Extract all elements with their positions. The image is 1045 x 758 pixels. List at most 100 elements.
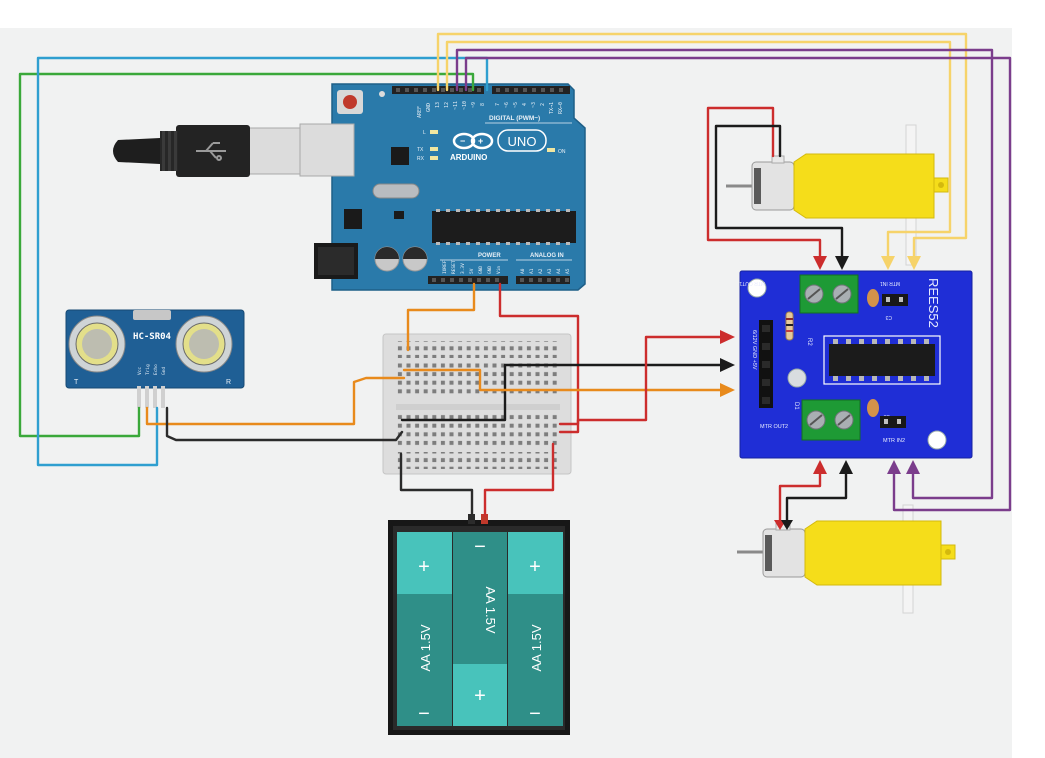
- pin-10-label: ~10: [462, 101, 468, 110]
- usb-cable[interactable]: [113, 125, 301, 177]
- pin-a2-label: A2: [538, 268, 544, 274]
- power-led: [787, 368, 807, 388]
- led-rx-label: RX: [417, 156, 425, 162]
- hc-sr04-sensor[interactable]: HC-SR04 Vcc Trig Echo Gnd T R: [65, 309, 245, 408]
- power-header-label: POWER: [478, 253, 501, 259]
- cell-3-top-sign: +: [529, 556, 541, 578]
- pin-a5-label: A5: [565, 268, 571, 274]
- wire-green-vcc: [18, 72, 475, 438]
- wire-black-motor2: [785, 468, 848, 524]
- svg-text:−: −: [460, 136, 465, 146]
- aref-label: AREF: [417, 106, 423, 118]
- wire-red-motor2: [778, 468, 822, 524]
- pin-a3-label: A3: [547, 268, 553, 274]
- driver-brand-label: REES52: [926, 278, 941, 328]
- wire-yellow-1: [436, 32, 968, 264]
- arduino-uno-board[interactable]: AREF GND 13 12 ~11 ~10 ~9 8 7 ~6 ~5 4 ~3…: [299, 83, 586, 291]
- wire-blue-trig: [36, 56, 489, 467]
- wire-orange-5v-driver: [402, 368, 732, 392]
- pin-reset-label: RESET: [451, 260, 457, 274]
- battery-cell-3: + − AA 1.5V: [508, 532, 563, 726]
- pin-7-label: 7: [495, 103, 501, 106]
- usb-port[interactable]: [299, 123, 355, 177]
- cell-2-bottom-sign: +: [474, 685, 486, 707]
- d1-label: D1: [793, 402, 799, 410]
- led-rx: [430, 156, 438, 160]
- mtr-in1-label: MTR IN1: [880, 280, 900, 286]
- wire-purple-1: [455, 48, 994, 500]
- usb-symbol-icon: [196, 142, 226, 161]
- pin-5v-label: 5V: [469, 268, 475, 274]
- battery-terminal-positive[interactable]: [481, 514, 488, 524]
- battery-terminal-negative[interactable]: [468, 514, 475, 524]
- pin-1-label: TX→1: [549, 102, 555, 114]
- led-tx: [430, 147, 438, 151]
- analog-header-label: ANALOG IN: [530, 253, 564, 259]
- wire-black-motor1: [714, 124, 844, 264]
- mounting-hole: [747, 278, 767, 298]
- pin-11-label: ~11: [453, 101, 459, 110]
- battery-pack-3xaa[interactable]: + − AA 1.5V − + AA 1.5V + − AA 1.5V: [388, 514, 570, 735]
- wire-red-vin-driver: [558, 335, 732, 434]
- arduino-logo: − +: [452, 132, 494, 150]
- pin-2-label: 2: [540, 103, 546, 106]
- pin-8-label: 8: [480, 103, 486, 106]
- mtr-out2-label: MTR OUT2: [760, 424, 788, 430]
- arduino-model-label: UNO: [508, 134, 537, 149]
- capacitors: [374, 246, 428, 272]
- pin-ioref-label: IOREF: [442, 260, 448, 274]
- pin-vin-label: Vin: [496, 266, 502, 274]
- led-on: [547, 148, 555, 152]
- receiver-transducer: [175, 315, 233, 373]
- wire-yellow-2: [445, 40, 952, 264]
- led-l: [430, 130, 438, 134]
- transmitter-transducer: [68, 315, 126, 373]
- digital-header-right[interactable]: [492, 86, 570, 94]
- l293d-motor-driver[interactable]: REES52 MTR OUT1 MTR IN1 C3 6/12V GND +5V…: [739, 270, 973, 459]
- wire-orange-sensor-5v: [145, 376, 406, 426]
- sensor-t-label: T: [74, 379, 79, 386]
- enable-jumper-2[interactable]: [880, 416, 906, 428]
- digital-header-label: DIGITAL (PWM~): [489, 115, 540, 122]
- cell-1-label: AA 1.5V: [418, 624, 433, 671]
- pin-3v3-label: 3.3V: [460, 263, 466, 274]
- sensor-pin-gnd-label: Gnd: [161, 367, 167, 375]
- pin-5-label: ~5: [513, 102, 519, 108]
- sensor-pin-vcc-label: Vcc: [137, 367, 143, 375]
- cell-1-bottom-sign: −: [418, 703, 430, 725]
- enable-jumper-1[interactable]: [882, 294, 908, 306]
- wire-purple-2: [464, 56, 1012, 512]
- pin-6-label: ~6: [504, 102, 510, 108]
- sensor-crystal: [133, 310, 171, 320]
- sensor-pin-trig-label: Trig: [145, 364, 151, 375]
- r2-label: R2: [806, 338, 812, 346]
- dc-motor-2[interactable]: [737, 504, 956, 614]
- output-terminal-2[interactable]: [801, 399, 861, 441]
- led-l-label: L: [423, 130, 426, 136]
- mtr-out1-label: MTR OUT1: [739, 280, 765, 286]
- on-label: ON: [558, 149, 566, 155]
- breadboard[interactable]: [382, 333, 572, 475]
- cell-2-label: AA 1.5V: [483, 587, 498, 634]
- output-terminal-1[interactable]: [799, 274, 859, 314]
- crystal-oscillator: [372, 183, 420, 199]
- wire-red-vin: [498, 282, 580, 426]
- pin-0-label: RX←0: [558, 102, 564, 114]
- wire-red-battery-positive: [483, 442, 555, 518]
- l293d-ic: [829, 344, 935, 376]
- gnd-label: GND: [426, 103, 432, 112]
- mtr-in2-label: MTR IN2: [883, 438, 905, 444]
- resistor-r2: [785, 311, 794, 341]
- pin-4-label: 4: [522, 103, 528, 106]
- analog-header[interactable]: [516, 276, 570, 284]
- sensor-name-label: HC-SR04: [133, 332, 172, 342]
- capacitor: [867, 399, 879, 417]
- pin-gnd1-label: GND: [478, 266, 484, 274]
- wire-dark-sensor-gnd: [165, 406, 404, 442]
- dc-motor-1[interactable]: [726, 124, 949, 266]
- svg-text:+: +: [478, 136, 483, 146]
- usb-chip: [391, 147, 409, 165]
- led-tx-label: TX: [417, 147, 424, 153]
- arrowheads: [720, 256, 921, 530]
